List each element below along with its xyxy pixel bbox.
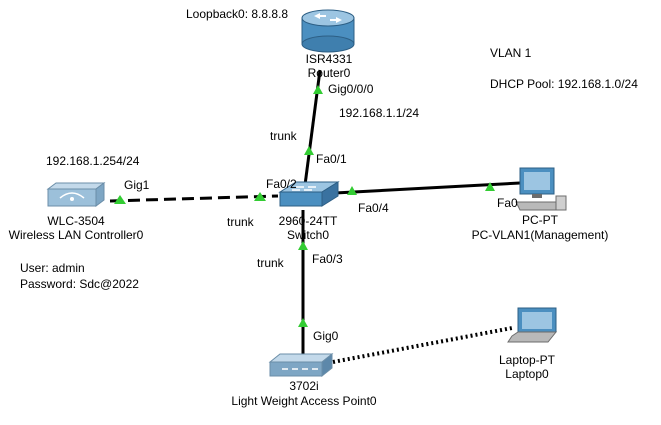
loopback-note: Loopback0: 8.8.8.8	[186, 7, 288, 21]
port-status-indicators	[114, 85, 495, 327]
wlc-model-label: WLC-3504	[47, 214, 105, 228]
laptop-name-label: Laptop0	[505, 367, 549, 381]
router-ip-label: 192.168.1.1/24	[339, 106, 419, 120]
ap-port-label: Gig0	[313, 329, 339, 343]
annotations: Loopback0: 8.8.8.8 VLAN 1 DHCP Pool: 192…	[20, 7, 638, 291]
port-up-icon	[485, 182, 495, 191]
wlc-name-label: Wireless LAN Controller0	[9, 228, 144, 242]
port-up-icon	[114, 195, 126, 204]
port-labels: Gig0/0/0 192.168.1.1/24 trunk Fa0/1 Gig1…	[124, 82, 518, 343]
switch-name-label: Switch0	[287, 228, 329, 242]
password-note: Password: Sdc@2022	[20, 277, 139, 291]
router-name-label: Router0	[308, 66, 351, 80]
laptop-model-label: Laptop-PT	[499, 353, 556, 367]
wlc-ip-note: 192.168.1.254/24	[46, 154, 140, 168]
router-model-label: ISR4331	[306, 52, 353, 66]
router-port-label: Gig0/0/0	[328, 82, 374, 96]
port-up-icon	[304, 146, 314, 155]
wlc-port-label: Gig1	[124, 178, 150, 192]
switch-port-fa04-label: Fa0/4	[358, 201, 389, 215]
port-up-icon	[254, 192, 266, 201]
ap-link-mode-label: trunk	[257, 256, 285, 270]
port-up-icon	[298, 318, 308, 327]
switch-icon[interactable]	[278, 181, 340, 207]
pc-name-label: PC-VLAN1(Management)	[472, 228, 609, 242]
ap-model-label: 3702i	[289, 379, 318, 393]
pc-icon[interactable]	[515, 167, 567, 211]
port-up-icon	[347, 186, 357, 195]
dhcp-pool-note: DHCP Pool: 192.168.1.0/24	[490, 77, 638, 91]
device-labels: ISR4331 Router0 2960-24TT Switch0 WLC-35…	[9, 52, 609, 408]
pc-port-label: Fa0	[497, 196, 518, 210]
router-link-mode-label: trunk	[270, 129, 298, 143]
link-ap-laptop-wireless[interactable]	[332, 326, 513, 364]
link-wlc-switch[interactable]	[109, 194, 279, 203]
wlc-link-mode-label: trunk	[227, 215, 255, 229]
port-up-icon	[298, 241, 308, 250]
router-icon[interactable]	[301, 9, 355, 53]
laptop-icon[interactable]	[507, 307, 558, 343]
access-point-icon[interactable]	[268, 352, 334, 378]
vlan-note: VLAN 1	[490, 46, 532, 60]
ap-name-label: Light Weight Access Point0	[231, 394, 377, 408]
port-up-icon	[313, 85, 323, 94]
switch-port-fa03-label: Fa0/3	[312, 252, 343, 266]
wlc-icon[interactable]	[46, 182, 106, 207]
pc-model-label: PC-PT	[522, 213, 559, 227]
switch-port-fa01-label: Fa0/1	[316, 152, 347, 166]
switch-model-label: 2960-24TT	[279, 214, 338, 228]
user-note: User: admin	[20, 261, 85, 275]
switch-port-fa02-label: Fa0/2	[266, 177, 297, 191]
